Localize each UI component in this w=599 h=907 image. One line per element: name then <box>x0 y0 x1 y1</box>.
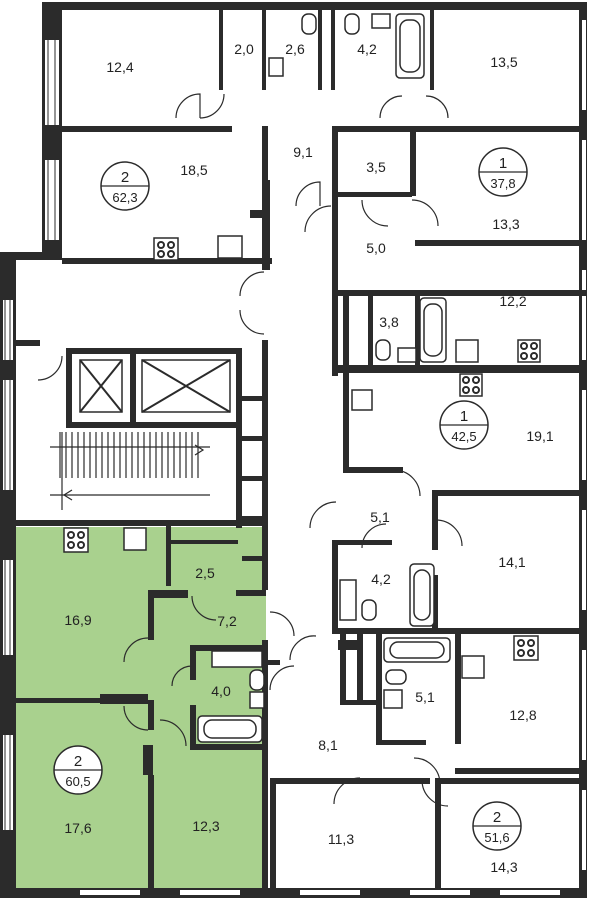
apartment-area: 42,5 <box>451 429 476 444</box>
interior-walls <box>16 10 587 888</box>
room-area: 14,1 <box>498 554 525 570</box>
staircase <box>50 430 236 520</box>
elevator-shafts <box>79 359 231 413</box>
apartment-area: 37,8 <box>490 176 515 191</box>
room-area: 7,2 <box>217 613 237 629</box>
apartment-badge[interactable]: 1 37,8 <box>478 147 528 197</box>
room-area: 12,3 <box>192 818 219 834</box>
fixtures <box>63 13 541 743</box>
room-area: 19,1 <box>526 428 553 444</box>
room-area: 12,2 <box>499 293 526 309</box>
room-area: 11,3 <box>328 831 354 847</box>
room-area: 5,1 <box>415 689 435 705</box>
apartment-badge[interactable]: 2 62,3 <box>100 161 150 211</box>
room-area: 12,8 <box>509 707 536 723</box>
apartment-rooms: 2 <box>74 753 82 770</box>
room-area: 18,5 <box>180 162 207 178</box>
apartment-badge[interactable]: 1 42,5 <box>439 400 489 450</box>
room-area: 5,0 <box>366 240 386 256</box>
room-area: 16,9 <box>64 612 91 628</box>
room-area: 4,2 <box>371 571 391 587</box>
room-area: 14,3 <box>490 859 517 875</box>
room-area: 3,8 <box>379 314 399 330</box>
apartment-area: 62,3 <box>112 190 137 205</box>
apartment-rooms: 2 <box>121 169 129 186</box>
room-area: 8,1 <box>318 737 338 753</box>
apartment-area: 51,6 <box>484 830 509 845</box>
room-area: 3,5 <box>366 159 386 175</box>
room-labels: 12,4 2,0 2,6 4,2 13,5 9,1 18,5 3,5 13,3 … <box>64 41 553 875</box>
room-area: 4,0 <box>211 683 231 699</box>
windows <box>3 20 586 895</box>
room-area: 9,1 <box>293 144 313 160</box>
apartment-rooms: 1 <box>499 155 507 172</box>
door-swings <box>37 93 463 807</box>
apartment-rooms: 1 <box>460 408 468 425</box>
room-area: 2,6 <box>285 41 305 57</box>
apartment-area: 60,5 <box>65 774 90 789</box>
room-area: 2,0 <box>234 41 254 57</box>
apartment-rooms: 2 <box>493 809 501 826</box>
apartment-badge[interactable]: 2 51,6 <box>472 801 522 851</box>
room-area: 13,3 <box>492 216 519 232</box>
apartment-badge[interactable]: 2 60,5 <box>53 745 103 795</box>
room-area: 17,6 <box>64 820 91 836</box>
highlighted-apartment[interactable] <box>16 527 266 888</box>
room-area: 2,5 <box>195 565 215 581</box>
room-area: 4,2 <box>357 41 377 57</box>
room-area: 12,4 <box>106 59 133 75</box>
room-area: 5,1 <box>370 509 390 525</box>
room-area: 13,5 <box>490 54 517 70</box>
